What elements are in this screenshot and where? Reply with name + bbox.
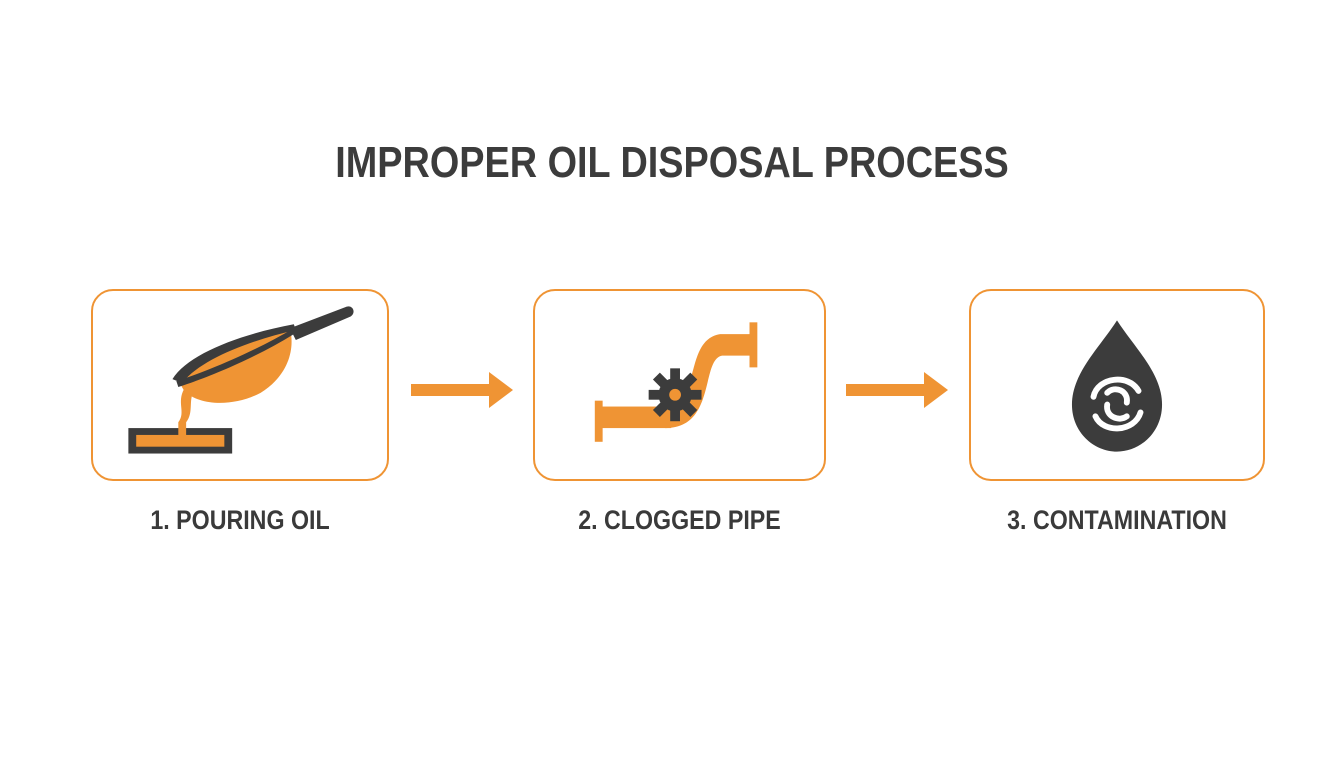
arrow-right-icon xyxy=(846,372,948,408)
pipe-with-gear-clog-icon xyxy=(594,322,758,442)
step-label-clogged-pipe: 2. CLOGGED PIPE xyxy=(578,505,781,535)
oil-drop-swirl-icon xyxy=(1071,320,1163,452)
arrow-right-icon xyxy=(411,372,513,408)
frying-pan-pouring-into-drain-icon xyxy=(128,306,354,454)
step-card-contamination xyxy=(969,289,1265,481)
step-card-clogged-pipe xyxy=(533,289,826,481)
step-card-pouring-oil xyxy=(91,289,389,481)
step-label-contamination: 3. CONTAMINATION xyxy=(1007,505,1227,535)
page-title: IMPROPER OIL DISPOSAL PROCESS xyxy=(335,138,1009,187)
step-label-pouring-oil: 1. POURING OIL xyxy=(150,505,330,535)
